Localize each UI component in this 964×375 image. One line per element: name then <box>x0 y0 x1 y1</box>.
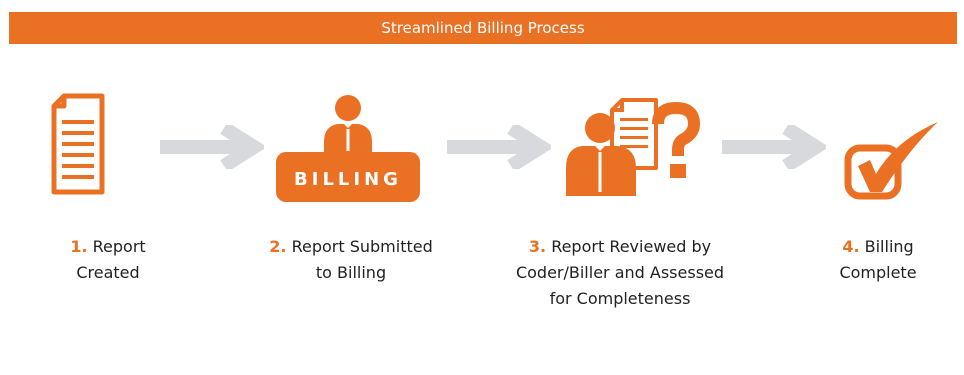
step-3-line-3: for Completeness <box>549 289 691 308</box>
title-banner: Streamlined Billing Process <box>9 12 957 44</box>
step-1-line-1: 1. Report <box>48 234 168 260</box>
step-2-number: 2. <box>269 237 287 256</box>
step-1-caption: 1. Report Created <box>48 234 168 286</box>
step-3-number: 3. <box>528 237 547 256</box>
banner-title: Streamlined Billing Process <box>381 19 585 37</box>
step-3-text-1: Report Reviewed by <box>551 237 712 256</box>
step-1-text-1: Report <box>92 237 146 256</box>
billing-sign-text: BILLING <box>294 169 402 190</box>
step-3-caption: 3. Report Reviewed by Coder/Biller and A… <box>490 234 750 312</box>
step-1-number: 1. <box>70 237 88 256</box>
checkmark-icon <box>844 122 938 200</box>
step-2-text-1: Report Submitted <box>291 237 433 256</box>
person-billing-icon: BILLING <box>276 95 420 202</box>
step-3-line-1: 3. Report Reviewed by <box>490 234 750 260</box>
step-1-line-2: Created <box>76 263 140 282</box>
step-4-text-1: Billing <box>864 237 914 256</box>
arrow-right-icon <box>722 125 826 169</box>
step-4-line-1: 4. Billing <box>818 234 938 260</box>
step-2-line-2: to Billing <box>315 263 387 282</box>
step-4-number: 4. <box>842 237 860 256</box>
arrow-right-icon <box>447 125 551 169</box>
document-icon <box>51 93 105 195</box>
step-2-caption: 2. Report Submitted to Billing <box>246 234 456 286</box>
step-4-caption: 4. Billing Complete <box>818 234 938 286</box>
step-4-line-2: Complete <box>839 263 917 282</box>
arrow-right-icon <box>160 125 264 169</box>
step-2-line-1: 2. Report Submitted <box>246 234 456 260</box>
step-3-line-2: Coder/Biller and Assessed <box>515 263 725 282</box>
person-question-document-icon <box>566 98 701 196</box>
